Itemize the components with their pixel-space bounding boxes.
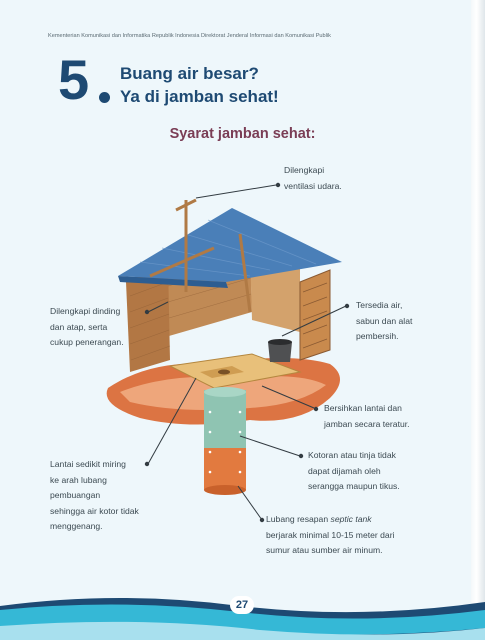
annotation-water-soap-line-1: Tersedia air, [356, 300, 403, 310]
annotation-waste-sealed-line-1: Kotoran atau tinja tidak [308, 450, 396, 460]
section-number-dot [99, 92, 110, 103]
page-number: 27 [230, 596, 254, 614]
annotation-septic-tank-prefix: Lubang resapan [266, 514, 331, 524]
annotation-sloped-floor-line-4: sehingga air kotor tidak [50, 505, 139, 516]
annotation-sloped-floor-line-5: menggenang. [50, 521, 103, 531]
annotation-sloped-floor-line-3: pembuangan [50, 490, 101, 500]
annotation-waste-sealed-line-2: dapat dijamah oleh [308, 465, 381, 476]
annotation-septic-tank-line-3: sumur atau sumber air minum. [266, 545, 383, 555]
subtitle: Syarat jamban sehat: [169, 126, 316, 142]
publisher-header: Kementerian Komunikasi dan Informatika R… [48, 33, 331, 39]
annotation-sloped-floor-line-2: ke arah lubang [50, 474, 107, 485]
annotation-septic-tank-italic: septic tank [330, 514, 372, 524]
annotation-waste-sealed: Kotoran atau tinja tidak dapat dijamah o… [308, 448, 400, 495]
annotation-walls-roof-line-1: Dilengkapi dinding [50, 306, 121, 316]
annotation-walls-roof-line-3: cukup penerangan. [50, 337, 124, 347]
annotation-water-soap: Tersedia air, sabun dan alat pembersih. [356, 298, 412, 345]
annotation-septic-tank-line-1: Lubang resapan septic tank [266, 512, 394, 528]
annotation-walls-roof-line-2: dan atap, serta [50, 321, 108, 332]
annotation-ventilation: Dilengkapi ventilasi udara. [284, 163, 342, 194]
annotation-sloped-floor: Lantai sedikit miring ke arah lubang pem… [50, 457, 139, 535]
section-title-line-1: Buang air besar? [120, 64, 259, 83]
annotation-clean-floor-line-2: jamban secara teratur. [324, 418, 410, 429]
annotation-septic-tank-line-2: berjarak minimal 10-15 meter dari [266, 529, 395, 540]
annotation-waste-sealed-line-3: serangga maupun tikus. [308, 481, 400, 491]
annotation-ventilation-line-2: ventilasi udara. [284, 180, 342, 191]
section-number: 5 [58, 48, 90, 111]
annotation-walls-roof: Dilengkapi dinding dan atap, serta cukup… [50, 304, 124, 351]
annotation-water-soap-line-3: pembersih. [356, 331, 399, 341]
annotation-clean-floor: Bersihkan lantai dan jamban secara terat… [324, 401, 410, 432]
annotation-water-soap-line-2: sabun dan alat [356, 315, 413, 326]
page-edge [471, 0, 485, 640]
annotation-septic-tank: Lubang resapan septic tank berjarak mini… [266, 512, 394, 559]
annotation-clean-floor-line-1: Bersihkan lantai dan [324, 403, 402, 413]
annotation-ventilation-line-1: Dilengkapi [284, 165, 325, 175]
annotation-sloped-floor-line-1: Lantai sedikit miring [50, 459, 126, 469]
section-title-line-2: Ya di jamban sehat! [120, 87, 279, 106]
